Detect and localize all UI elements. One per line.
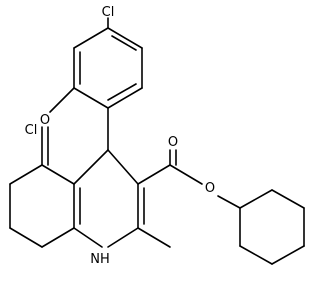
carbonyl-oxygen-label: O (168, 135, 178, 150)
dichlorophenyl-ring (73, 27, 143, 109)
chlorine-ortho-label: Cl (25, 123, 38, 138)
ester-oxygen-label: O (205, 181, 215, 196)
cyclohexenone-ring (9, 164, 75, 248)
dihydropyridine-ring (73, 107, 145, 248)
methyl-group (137, 227, 171, 248)
ester-group (137, 149, 241, 209)
chlorine-para-label: Cl (102, 5, 115, 20)
ketone-group (41, 126, 49, 166)
ring-nitrogen-label: NH (90, 252, 110, 267)
chloro-substituents (49, 17, 109, 113)
cyclohexyl-ring (239, 189, 305, 265)
ketone-oxygen-label: O (40, 113, 50, 128)
